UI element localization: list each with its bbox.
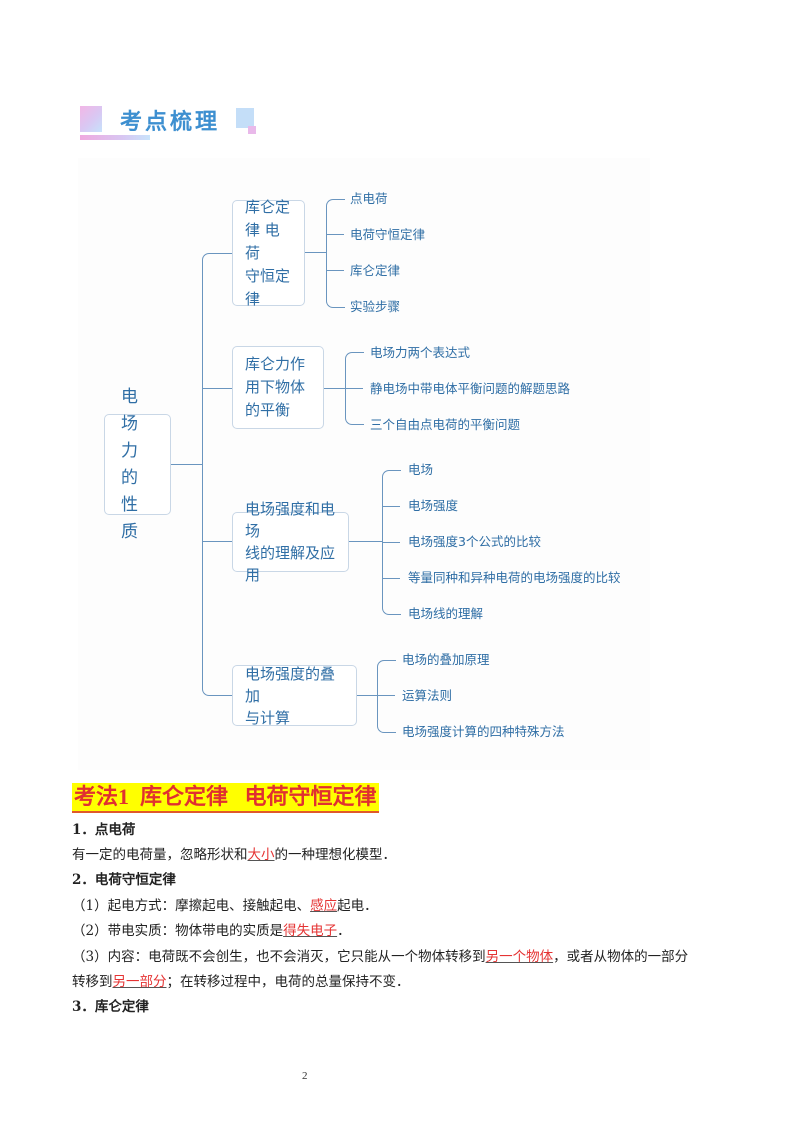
paragraph-electrification-essence: （2）带电实质：物体带电的实质是得失电子． [72,922,351,940]
connector-line [345,352,364,361]
mindmap-branch-node: 电场强度的叠加 与计算 [232,664,357,727]
fill-in-answer: 另一个物体 [485,949,554,965]
fill-in-answer: 感应 [310,898,338,914]
mindmap-leaf: 电场强度3个公式的比较 [408,534,541,549]
mindmap-root-node: 电场 力的 性质 [104,387,171,542]
connector-line [349,541,382,543]
branch-line: 库仑定 [245,197,291,216]
connector-line [202,253,233,264]
connector-line [202,685,233,696]
branch-line: 电场强度和电场 [245,500,336,540]
text: 起电． [337,898,378,914]
text: （1）起电方式：摩擦起电、接触起电、 [72,898,311,914]
mindmap-branch-node: 电场强度和电场 线的理解及应用 [232,500,349,584]
banner-decoration-right [236,108,254,128]
connector-line [326,270,344,272]
branch-line: 与计算 [245,708,291,727]
connector-line [202,541,232,543]
mindmap-leaf: 电场强度计算的四种特殊方法 [402,724,565,739]
connector-line [326,299,345,308]
mindmap-leaf: 静电场中带电体平衡问题的解题思路 [370,381,571,396]
root-line: 力的 [121,440,138,488]
mindmap-leaf: 电场力两个表达式 [370,345,471,360]
subheading-coulomb-law: 3．库仑定律 [72,999,149,1015]
mindmap-leaf: 电场强度 [408,498,459,513]
mindmap-leaf: 电场的叠加原理 [402,652,490,667]
mindmap-leaf: 三个自由点电荷的平衡问题 [370,417,521,432]
connector-line [382,506,400,508]
text: 的一种理想化模型． [274,847,397,863]
text: ，或者从物体的一部分 [553,949,689,965]
connector-line [382,542,400,544]
connector-line [377,660,396,669]
paragraph-point-charge: 有一定的电荷量，忽略形状和大小的一种理想化模型． [72,846,396,864]
paragraph-electrification-methods: （1）起电方式：摩擦起电、接触起电、感应起电． [72,897,378,915]
banner-underline [80,135,150,140]
mindmap-leaf: 实验步骤 [350,299,401,314]
branch-line: 线的理解及应用 [245,544,336,584]
branch-line: 库仑力作 [245,355,306,373]
connector-line [382,606,401,615]
mindmap-branch-node: 库仑力作 用下物体 的平衡 [232,346,324,429]
method-heading: 考法1 库仑定律 电荷守恒定律 [72,783,379,813]
text: （3）内容：电荷既不会创生，也不会消灭，它只能从一个物体转移到 [72,949,486,965]
fill-in-answer: 大小 [247,847,275,863]
connector-line [202,388,232,390]
mindmap-leaf: 等量同种和异种电荷的电场强度的比较 [408,570,621,585]
connector-line [305,252,326,254]
text: （2）带电实质：物体带电的实质是 [72,923,284,939]
branch-line: 律 [245,289,261,308]
text: 转移到 [72,974,113,990]
mindmap-leaf: 电场 [408,462,434,477]
root-line: 电场 [121,386,138,434]
connector-line [171,464,202,466]
branch-line: 的平衡 [245,401,291,419]
mindmap-leaf: 运算法则 [402,688,453,703]
connector-line [382,578,400,580]
connector-line [377,695,395,697]
fill-in-answer: 另一部分 [112,974,167,990]
page-number: 2 [302,1070,308,1082]
section-banner-title: 考点梳理 [120,110,221,135]
mindmap-branch-node: 库仑定 律 电荷 守恒定 律 [232,198,305,308]
branch-line: 电场强度的叠加 [245,664,336,705]
trunk-line [202,262,204,686]
text: ． [337,923,351,939]
banner-decoration-right-small [248,126,256,134]
text: 有一定的电荷量，忽略形状和 [72,847,248,863]
mindmap-leaf: 电场线的理解 [408,606,484,621]
branch-line: 用下物体 [245,378,306,396]
connector-line [324,388,345,390]
mindmap-leaf: 电荷守恒定律 [350,227,426,242]
subheading-point-charge: 1．点电荷 [72,822,136,838]
banner-decoration-left [80,106,102,132]
root-line: 性质 [121,494,138,542]
connector-line [345,416,364,425]
connector-line [382,470,401,479]
branch-line: 守恒定 [245,266,291,285]
connector-line [345,388,363,390]
paragraph-conservation-content-cont: 转移到另一部分；在转移过程中，电荷的总量保持不变． [72,973,410,991]
bracket-line [326,206,328,300]
paragraph-conservation-content: （3）内容：电荷既不会创生，也不会消灭，它只能从一个物体转移到另一个物体，或者从… [72,948,688,966]
connector-line [326,199,345,208]
mindmap-leaf: 点电荷 [350,191,388,206]
mindmap-leaf: 库仑定律 [350,263,401,278]
connector-line [377,724,396,733]
text: ；在转移过程中，电荷的总量保持不变． [166,974,410,990]
subheading-charge-conservation: 2．电荷守恒定律 [72,872,176,888]
connector-line [357,695,377,697]
fill-in-answer: 得失电子 [283,923,338,939]
branch-line: 律 电荷 [245,220,280,262]
connector-line [326,234,344,236]
